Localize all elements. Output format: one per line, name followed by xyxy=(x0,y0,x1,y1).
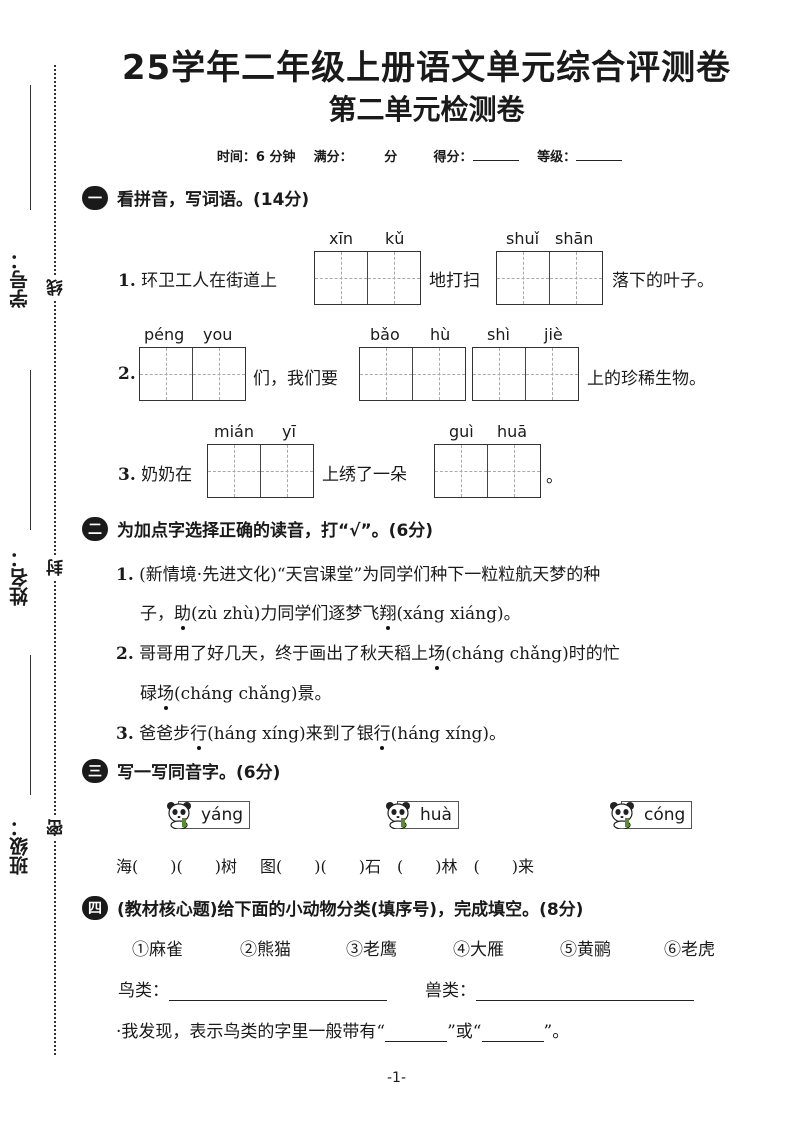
pinyin: bǎo xyxy=(370,325,400,344)
q2-1-line1: 1. (新情境·先进文化)“天宫课堂”为同学们种下一粒粒航天梦的种 xyxy=(116,565,601,585)
radical-blank-2[interactable] xyxy=(481,1041,544,1042)
pinyin: kǔ xyxy=(385,229,405,248)
time-label: 时间：6 分钟 xyxy=(216,150,296,165)
student-id-label: 学号： xyxy=(9,251,31,309)
q1-1-post: 落下的叶子。 xyxy=(612,271,714,291)
pinyin: huā xyxy=(497,422,528,441)
section-3-badge: 三 xyxy=(82,758,108,783)
pinyin: xīn xyxy=(329,229,354,248)
name-line xyxy=(30,370,31,530)
section-3-heading: 三 写一写同音字。(6分) xyxy=(82,758,280,783)
class-label: 班级： xyxy=(9,818,31,876)
q1-1-pre: 1. 环卫工人在街道上 xyxy=(118,271,278,291)
animal-item: ②熊猫 xyxy=(240,940,291,960)
writing-grid[interactable] xyxy=(207,444,314,498)
section-2-heading: 二 为加点字选择正确的读音，打“√”。(6分) xyxy=(82,516,433,541)
seal-xian: 线 xyxy=(44,275,67,301)
birds-row: 鸟类： xyxy=(118,976,387,1001)
score-label: 得分： xyxy=(433,150,473,165)
writing-grid[interactable] xyxy=(496,251,603,305)
q1-3-post: 。 xyxy=(546,467,563,487)
q1-2-num: 2. xyxy=(118,364,136,384)
birds-label: 鸟类： xyxy=(118,981,169,1001)
pinyin: hù xyxy=(430,325,451,344)
writing-grid[interactable] xyxy=(359,347,466,401)
pinyin-tag: huà xyxy=(385,801,459,829)
pinyin-tag: cóng xyxy=(609,801,693,829)
beasts-row: 兽类： xyxy=(425,976,694,1001)
pinyin: jiè xyxy=(544,325,563,344)
writing-grid[interactable] xyxy=(314,251,421,305)
seal-feng: 封 xyxy=(44,555,67,581)
section-1-heading: 一 看拼音，写词语。(14分) xyxy=(82,185,309,210)
score-blank[interactable] xyxy=(472,160,519,161)
section-2-title: 为加点字选择正确的读音，打“√”。(6分) xyxy=(117,521,434,541)
beasts-answer-blank[interactable] xyxy=(476,1000,694,1001)
q1-1-mid: 地打扫 xyxy=(429,271,480,291)
pinyin-tag: yáng xyxy=(166,801,251,829)
page-number: -1- xyxy=(386,1070,406,1086)
page-title: 25学年二年级上册语文单元综合评测卷 xyxy=(121,48,732,88)
name-label: 姓名： xyxy=(9,549,31,606)
pinyin: shān xyxy=(555,229,594,248)
animal-item: ①麻雀 xyxy=(132,940,183,960)
seal-mi: 密 xyxy=(44,815,67,841)
pinyin: you xyxy=(203,325,233,344)
section-1-title: 看拼音，写词语。(14分) xyxy=(117,190,310,210)
panda-icon xyxy=(386,802,410,829)
beasts-label: 兽类： xyxy=(425,981,476,1001)
q1-2-mid: 们，我们要 xyxy=(253,369,338,389)
exam-meta: 时间：6 分钟 满分： 分 得分： 等级： xyxy=(60,146,793,165)
animal-item: ⑤黄鹂 xyxy=(560,940,611,960)
page-subtitle: 第二单元检测卷 xyxy=(328,93,525,126)
full-score-unit: 分 xyxy=(384,150,398,165)
pinyin: shuǐ xyxy=(506,229,540,248)
section-2-badge: 二 xyxy=(82,516,108,541)
pinyin: yī xyxy=(282,422,296,441)
writing-grid[interactable] xyxy=(434,444,541,498)
pinyin: guì xyxy=(449,422,474,441)
panda-icon xyxy=(167,802,191,829)
pinyin: péng xyxy=(144,325,185,344)
pinyin: shì xyxy=(487,325,510,344)
section-3-title: 写一写同音字。(6分) xyxy=(117,763,281,783)
grade-blank[interactable] xyxy=(576,160,623,161)
q1-2-post: 上的珍稀生物。 xyxy=(587,369,706,389)
animal-item: ⑥老虎 xyxy=(664,940,715,960)
section-4-heading: 四 (教材核心题)给下面的小动物分类(填序号)，完成填空。(8分) xyxy=(82,895,583,920)
q1-3-pre: 3. 奶奶在 xyxy=(118,465,193,485)
section-4-badge: 四 xyxy=(82,895,108,920)
q2-2-line1: 2. 哥哥用了好几天，终于画出了秋天稻上场(cháng chǎng)时的忙 xyxy=(116,644,620,664)
q2-2-line2: 碌场(cháng chǎng)景。 xyxy=(140,684,332,704)
radical-blank-1[interactable] xyxy=(385,1041,448,1042)
q1-3-mid: 上绣了一朵 xyxy=(322,465,407,485)
writing-grid[interactable] xyxy=(139,347,246,401)
q2-3-line: 3. 爸爸步行(háng xíng)来到了银行(háng xíng)。 xyxy=(116,724,507,744)
birds-answer-blank[interactable] xyxy=(169,1000,387,1001)
student-id-line xyxy=(30,85,31,210)
panda-icon xyxy=(610,802,634,829)
full-score-label: 满分： xyxy=(313,150,353,165)
animal-item: ③老鹰 xyxy=(346,940,397,960)
section-4-title: (教材核心题)给下面的小动物分类(填序号)，完成填空。(8分) xyxy=(117,900,584,920)
animal-item: ④大雁 xyxy=(453,940,504,960)
homophone-line: 海( )( )树 图( )( )石 ( )林 ( )来 xyxy=(116,857,534,876)
q2-1-line2: 子，助(zù zhù)力同学们逐梦飞翔(xáng xiáng)。 xyxy=(140,604,521,624)
writing-grid[interactable] xyxy=(472,347,579,401)
grade-label: 等级： xyxy=(537,150,577,165)
class-line xyxy=(30,655,31,795)
pinyin: mián xyxy=(214,422,254,441)
section-1-badge: 一 xyxy=(82,185,108,210)
finding-row: ·我发现，表示鸟类的字里一般带有“”或“”。 xyxy=(116,1022,570,1042)
